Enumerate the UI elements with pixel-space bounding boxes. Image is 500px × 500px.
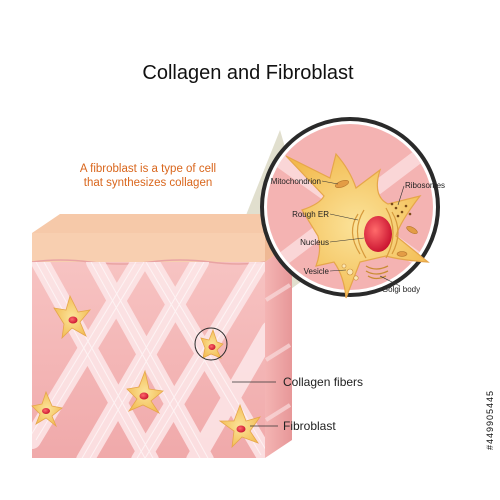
- page-title: Collagen and Fibroblast: [142, 62, 354, 84]
- rough-er: [351, 207, 399, 259]
- cell-nucleus: [208, 344, 216, 350]
- fibroblast-cell: [31, 390, 63, 428]
- magnified-view: Mitochondrion Ribosomes Rough ER Nucleus…: [260, 117, 445, 299]
- label-fibroblast: Fibroblast: [283, 419, 336, 433]
- nucleus: [364, 216, 392, 252]
- label-rough-er: Rough ER: [292, 210, 329, 219]
- mitochondrion: [335, 180, 349, 188]
- label-vesicle: Vesicle: [304, 267, 330, 276]
- fibroblast-cell: [126, 369, 164, 415]
- cell-nucleus: [139, 392, 149, 400]
- fibroblast-cell: [218, 403, 261, 449]
- cell-nucleus: [68, 316, 78, 324]
- collagen-fiber: [76, 262, 209, 458]
- ribosomes: [390, 202, 412, 218]
- fibroblast-cell: [53, 294, 91, 340]
- mitochondrion: [406, 225, 418, 235]
- label-golgi-body: Golgi body: [382, 285, 420, 294]
- tissue-top-surface: [32, 214, 292, 233]
- collagen-fiber: [131, 262, 265, 458]
- highlighted-fibroblast: [200, 328, 224, 359]
- vesicles: [341, 263, 359, 281]
- description-line-2: that synthesizes collagen: [84, 177, 213, 189]
- cell-nucleus: [42, 408, 50, 414]
- label-nucleus: Nucleus: [300, 238, 329, 247]
- golgi-body: [365, 265, 389, 280]
- mitochondrion: [396, 251, 408, 257]
- stock-id-watermark: #449905445: [485, 390, 495, 450]
- collagen-fiber: [32, 262, 159, 458]
- label-ribosomes: Ribosomes: [405, 181, 445, 190]
- magnifier-ring-small: [194, 327, 228, 361]
- label-collagen-fibers: Collagen fibers: [283, 375, 363, 389]
- cell-nucleus: [236, 425, 246, 433]
- label-mitochondrion: Mitochondrion: [271, 177, 321, 186]
- collagen-fiber: [186, 321, 265, 458]
- tissue-surface-front: [32, 233, 265, 262]
- description-line-1: A fibroblast is a type of cell: [80, 163, 216, 175]
- magnified-fibroblast-cell: [285, 152, 430, 299]
